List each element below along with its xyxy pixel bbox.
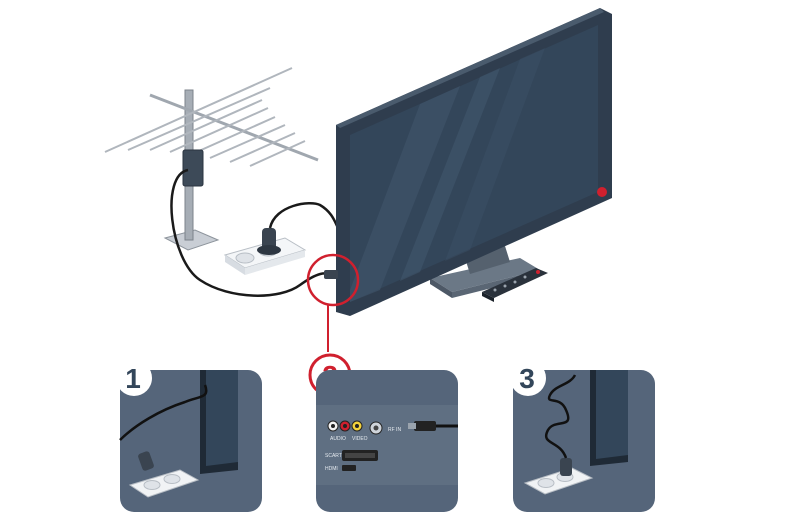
step-3-panel [513, 370, 655, 512]
power-cable [268, 201, 340, 229]
power-socket [223, 228, 307, 275]
step-1-badge: 1 [116, 360, 152, 396]
step-3-badge: 3 [510, 360, 546, 396]
television [336, 8, 612, 316]
power-led [597, 187, 607, 197]
rf-in-label: RF IN [388, 427, 401, 433]
step-1-panel [119, 370, 262, 512]
audio-label: AUDIO [330, 436, 346, 442]
step-3-number: 3 [519, 363, 535, 394]
remote-control [482, 268, 548, 302]
antenna-cable [170, 168, 334, 297]
video-label: VIDEO [352, 436, 368, 442]
scart-label: SCART [325, 453, 342, 459]
rf-port-highlight [306, 253, 360, 307]
step-2-panel: AUDIO VIDEO RF IN SCART HDMI [316, 370, 458, 512]
step-1-number: 1 [125, 363, 141, 394]
antenna [104, 67, 319, 251]
hdmi-label: HDMI [325, 466, 338, 472]
